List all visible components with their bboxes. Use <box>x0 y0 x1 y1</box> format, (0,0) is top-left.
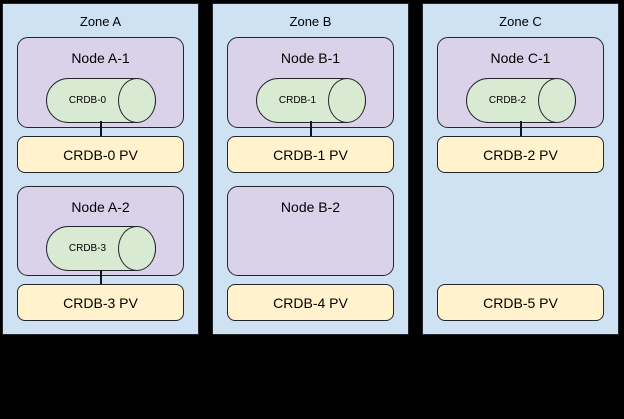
zone-b: Zone B Node B-1 CRDB-1 CRDB-1 PV Node B-… <box>212 3 409 335</box>
cylinder-cap-icon <box>537 78 576 123</box>
crdb-3-cylinder: CRDB-3 <box>45 226 156 271</box>
node-a2: Node A-2 CRDB-3 <box>17 186 184 276</box>
crdb-4-pv: CRDB-4 PV <box>227 284 394 321</box>
connector-crdb0-to-pv <box>99 121 102 136</box>
zones-row: Zone A Node A-1 CRDB-0 CRDB-0 PV Node A-… <box>2 3 619 335</box>
zone-c: Zone C Node C-1 CRDB-2 CRDB-2 PV CRDB-5 … <box>422 3 619 335</box>
zone-b-label: Zone B <box>289 14 332 29</box>
node-b1-label: Node B-1 <box>280 50 341 66</box>
crdb-1-cylinder: CRDB-1 <box>255 78 366 123</box>
crdb-3-cylinder-label: CRDB-3 <box>68 243 107 254</box>
cylinder-cap-icon <box>327 78 366 123</box>
zone-a: Zone A Node A-1 CRDB-0 CRDB-0 PV Node A-… <box>2 3 199 335</box>
crdb-1-pv: CRDB-1 PV <box>227 136 394 173</box>
node-a1: Node A-1 CRDB-0 <box>17 37 184 128</box>
crdb-3-pv: CRDB-3 PV <box>17 284 184 321</box>
crdb-2-pv: CRDB-2 PV <box>437 136 604 173</box>
node-a1-label: Node A-1 <box>71 50 130 66</box>
node-a2-label: Node A-2 <box>71 199 130 215</box>
zone-c-label: Zone C <box>499 14 542 29</box>
node-c1: Node C-1 CRDB-2 <box>437 37 604 128</box>
node-b2: Node B-2 <box>227 186 394 276</box>
crdb-1-cylinder-label: CRDB-1 <box>278 95 317 106</box>
node-c1-label: Node C-1 <box>490 50 551 66</box>
connector-crdb1-to-pv <box>309 121 312 136</box>
node-b2-label: Node B-2 <box>280 199 341 215</box>
crdb-2-cylinder: CRDB-2 <box>465 78 576 123</box>
crdb-0-cylinder: CRDB-0 <box>45 78 156 123</box>
crdb-2-cylinder-label: CRDB-2 <box>488 95 527 106</box>
connector-crdb2-to-pv <box>519 121 522 136</box>
node-b1: Node B-1 CRDB-1 <box>227 37 394 128</box>
crdb-0-pv: CRDB-0 PV <box>17 136 184 173</box>
cylinder-cap-icon <box>117 226 156 271</box>
crdb-0-cylinder-label: CRDB-0 <box>68 95 107 106</box>
cylinder-cap-icon <box>117 78 156 123</box>
zone-a-label: Zone A <box>79 14 122 29</box>
crdb-5-pv: CRDB-5 PV <box>437 284 604 321</box>
connector-crdb3-to-pv <box>99 270 102 284</box>
